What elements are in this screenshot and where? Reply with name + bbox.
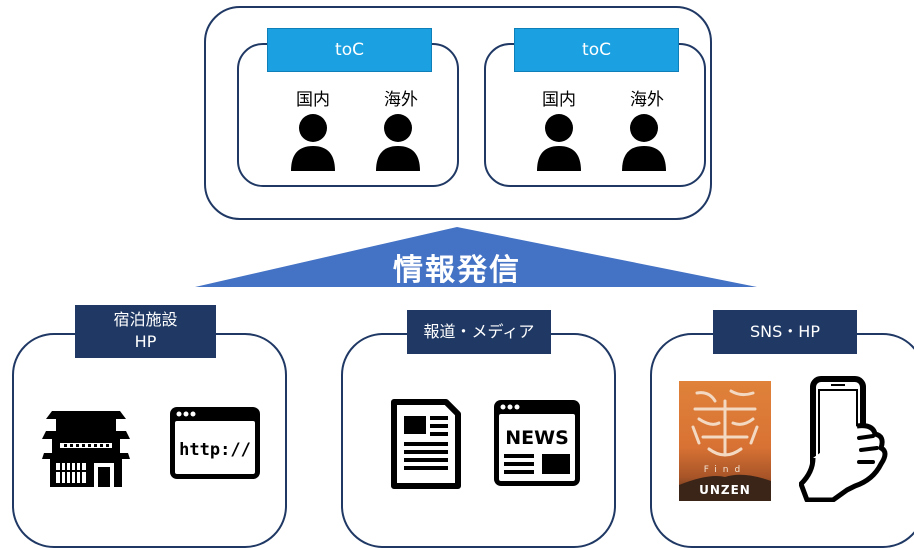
overseas-label-1: 海外 xyxy=(384,90,418,110)
document-icon xyxy=(391,399,461,489)
channel-tag-sns: SNS・HP xyxy=(713,310,857,354)
person-icon xyxy=(291,114,335,171)
svg-text:http://: http:// xyxy=(179,440,251,460)
banner-text: 情報発信 xyxy=(393,253,521,288)
overseas-label-2: 海外 xyxy=(630,90,664,110)
info-banner-triangle xyxy=(195,227,757,287)
toc-tag-2: toC xyxy=(514,28,679,72)
find-unzen-logo: Find UNZEN xyxy=(679,381,771,501)
domestic-label-2: 国内 xyxy=(542,90,576,110)
person-icon xyxy=(537,114,581,171)
toc-tag-1: toC xyxy=(267,28,432,72)
traditional-inn-icon xyxy=(42,411,130,487)
svg-text:NEWS: NEWS xyxy=(505,427,569,449)
channel-tag-line1: 宿泊施設 xyxy=(113,310,178,329)
person-icon xyxy=(376,114,420,171)
smartphone-hand-icon xyxy=(799,376,888,502)
news-browser-icon: NEWS xyxy=(494,400,580,486)
domestic-label-1: 国内 xyxy=(296,90,330,110)
svg-text:Find: Find xyxy=(704,465,746,475)
person-icon xyxy=(622,114,666,171)
channel-tag-accommodation: 宿泊施設 HP xyxy=(75,305,216,358)
svg-text:UNZEN: UNZEN xyxy=(699,483,751,497)
channel-tag-media: 報道・メディア xyxy=(407,310,551,354)
channel-tag-line2: HP xyxy=(134,332,157,351)
http-browser-icon: http:// xyxy=(170,407,260,479)
